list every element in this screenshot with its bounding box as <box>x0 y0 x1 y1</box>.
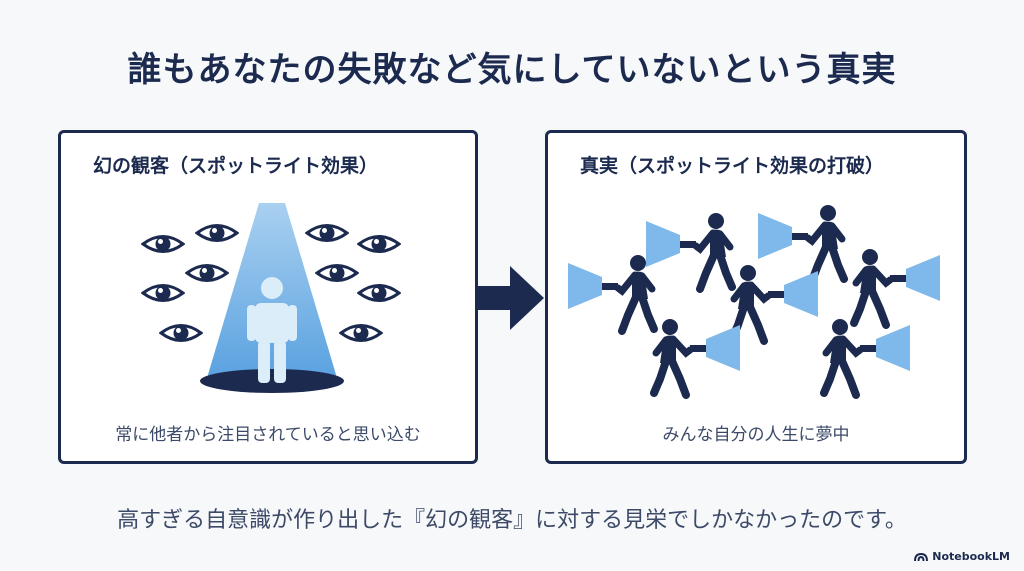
person-icon <box>247 277 297 383</box>
notebooklm-icon <box>914 552 929 561</box>
right-arrow-icon <box>478 266 544 330</box>
illusion-panel: 幻の観客（スポットライト効果） <box>58 130 478 464</box>
conclusion-text: 高すぎる自意識が作り出した『幻の観客』に対する見栄でしかなかったのです。 <box>117 508 907 533</box>
brand-logo: NotebookLM <box>914 550 1010 563</box>
eye-icon <box>141 284 185 302</box>
eye-icon <box>315 264 359 282</box>
brand-label: NotebookLM <box>932 550 1010 563</box>
truth-panel-heading: 真実（スポットライト効果の打破） <box>580 155 885 177</box>
illusion-panel-heading: 幻の観客（スポットライト効果） <box>93 155 379 177</box>
walking-person-icon <box>568 255 654 331</box>
eye-icon <box>159 324 203 342</box>
truth-panel-caption: みんな自分の人生に夢中 <box>662 425 850 445</box>
walking-people-illustration <box>548 133 964 461</box>
eye-icon <box>357 284 401 302</box>
eye-icon <box>339 324 383 342</box>
walking-person-icon <box>824 319 910 395</box>
spotlight-illustration <box>141 203 401 393</box>
eye-icon <box>195 224 239 242</box>
eye-icon <box>357 235 401 253</box>
page-title: 誰もあなたの失敗など気にしていないという真実 <box>127 50 897 90</box>
truth-panel: 真実（スポットライト効果の打破） <box>545 130 967 464</box>
walking-person-icon <box>854 249 940 325</box>
illusion-panel-caption: 常に他者から注目されていると思い込む <box>115 425 421 445</box>
walking-person-icon <box>758 205 844 281</box>
eye-icon <box>185 264 229 282</box>
walking-person-icon <box>646 213 732 289</box>
walking-person-icon <box>654 319 740 395</box>
eye-icon <box>305 224 349 242</box>
eye-icon <box>141 235 185 253</box>
walking-person-icon <box>732 265 818 341</box>
